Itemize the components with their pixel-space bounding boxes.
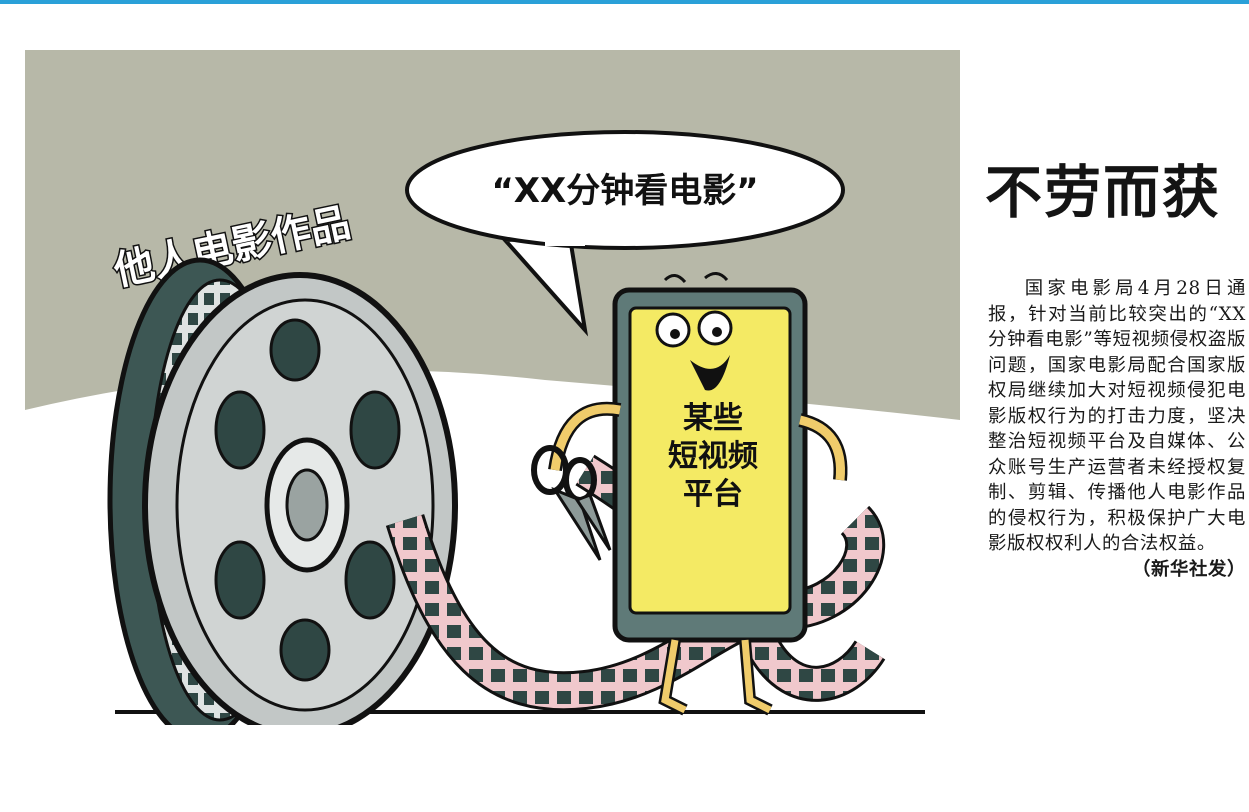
article-text: 国家电影局4月28日通报，针对当前比较突出的“XX分钟看电影”等短视频侵权盗版问… [988, 278, 1246, 554]
speech-bubble-text: “XX分钟看电影” [491, 171, 758, 211]
cartoon-illustration: “XX分钟看电影” 他人电影作品 某些 短视频 平台 [25, 50, 960, 725]
phone-label-line-2: 短视频 [668, 439, 758, 474]
article-body: 国家电影局4月28日通报，针对当前比较突出的“XX分钟看电影”等短视频侵权盗版问… [988, 276, 1246, 582]
scissors-icon [531, 445, 612, 561]
film-reel [107, 257, 458, 725]
speech-bubble: “XX分钟看电影” [405, 130, 845, 337]
phone-label-line-1: 某些 [683, 401, 743, 436]
page-title: 不劳而获 [985, 159, 1221, 226]
article-byline: （新华社发） [1132, 558, 1246, 580]
phone-character: 某些 短视频 平台 [548, 272, 848, 716]
top-accent-rule [0, 0, 1249, 4]
phone-label-line-3: 平台 [683, 477, 743, 512]
